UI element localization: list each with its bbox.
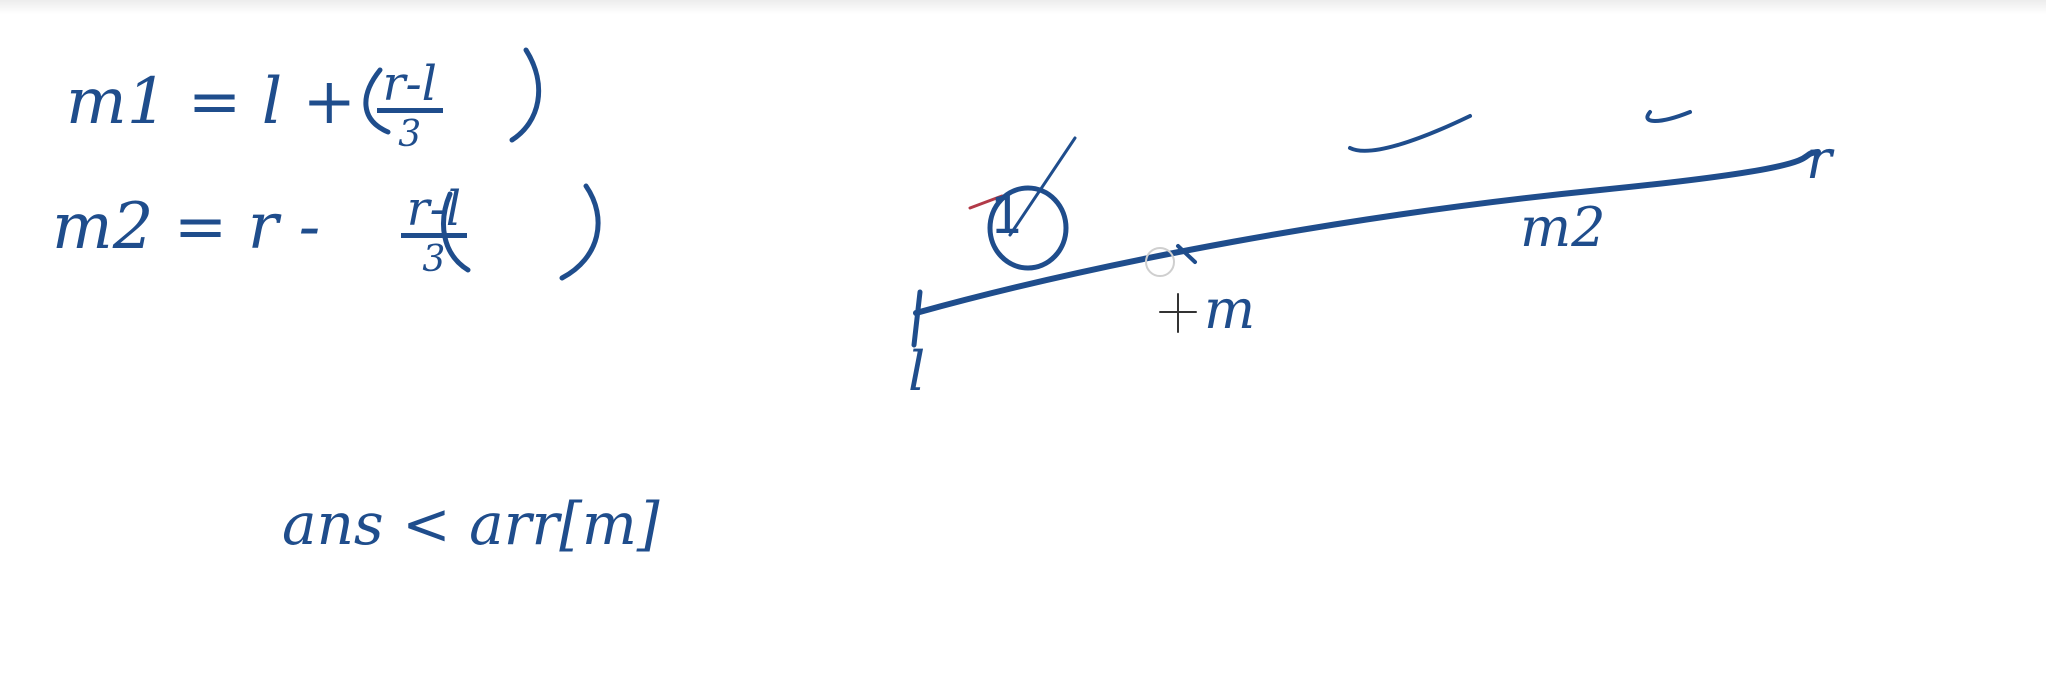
eq1-bracket-right xyxy=(509,47,542,143)
small-red-stroke xyxy=(968,194,1004,210)
m1-fraction: r-l 3 xyxy=(376,56,444,153)
m2-denominator: 3 xyxy=(400,233,468,278)
l-tick xyxy=(911,289,923,348)
m2-fraction: r-l 3 xyxy=(400,181,468,278)
m1-lhs: m1 = xyxy=(66,65,242,139)
label-m: m xyxy=(1204,278,1256,341)
circled-number: 1 xyxy=(990,186,1024,246)
cursor-ring xyxy=(1145,247,1175,277)
arc-stroke-1 xyxy=(1348,114,1472,153)
m2-numerator: r-l xyxy=(406,181,462,237)
label-r: r xyxy=(1806,128,1832,191)
number-line xyxy=(913,149,1821,316)
m1-numerator: r-l xyxy=(382,56,438,112)
label-l: l xyxy=(908,340,926,403)
equation-m1: m1 = l + r-l 3 xyxy=(66,56,444,153)
comparison-note: ans < arr[m] xyxy=(282,490,660,558)
m1-denominator: 3 xyxy=(376,108,444,153)
label-m2: m2 xyxy=(1520,196,1606,259)
m-tick xyxy=(1176,244,1197,264)
crosshair-cursor-icon xyxy=(1160,294,1196,332)
arc-stroke-2 xyxy=(1645,110,1692,123)
circle-mark xyxy=(987,185,1069,271)
equation-m2: m2 = r - r-l 3 xyxy=(52,181,468,278)
slash-stroke xyxy=(1008,136,1077,237)
m2-lhs: m2 = xyxy=(52,190,228,264)
m1-op: l + xyxy=(261,65,357,139)
eq2-bracket-right xyxy=(559,183,601,281)
m2-op: r - xyxy=(247,190,321,264)
eq1-bracket xyxy=(363,67,391,135)
